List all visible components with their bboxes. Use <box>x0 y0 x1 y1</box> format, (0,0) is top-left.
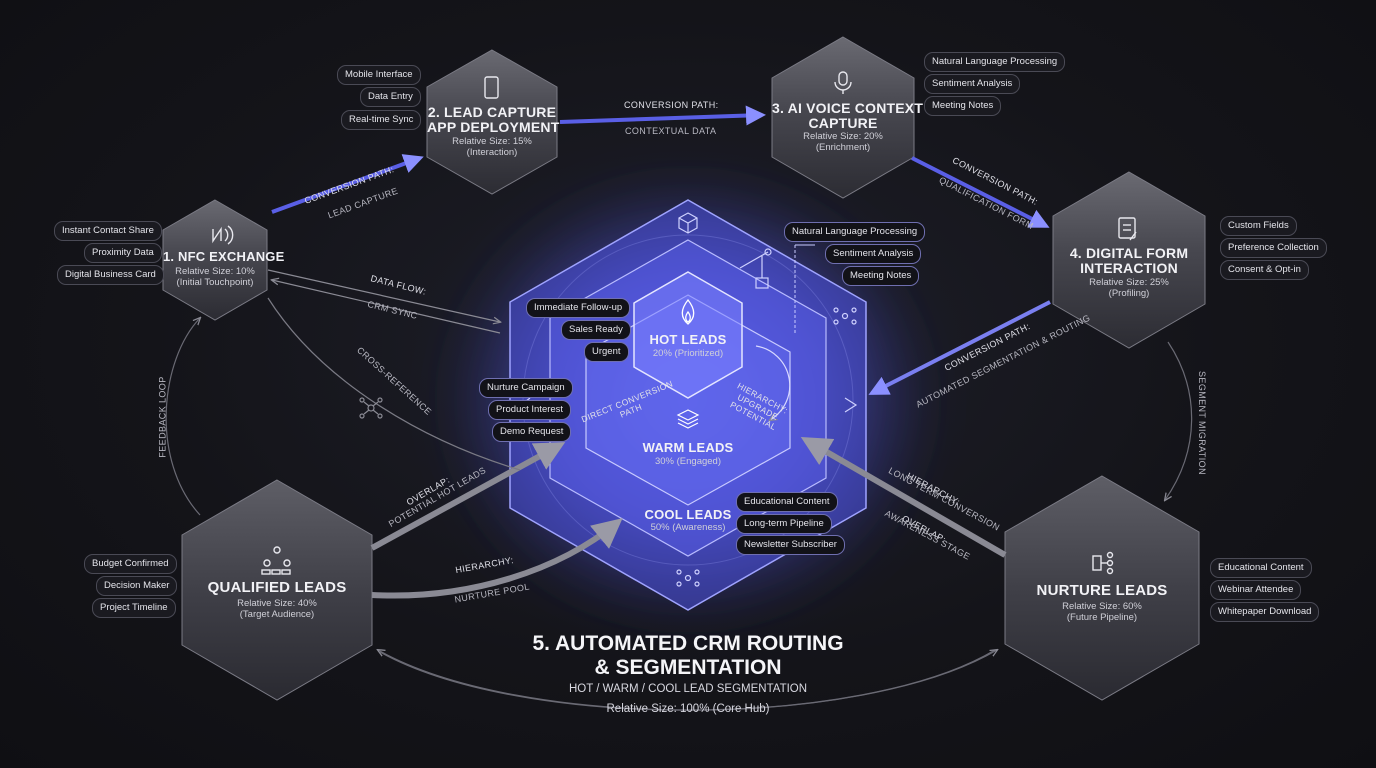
hot-leads-hexagon <box>633 271 743 399</box>
ai-voice-tag: Meeting Notes <box>924 96 1002 116</box>
nfc-tag: Instant Contact Share <box>54 221 162 241</box>
form-icon <box>1118 217 1137 241</box>
hot-leads-desc: 20% (Prioritized) <box>652 348 724 359</box>
hot-leads-tag: Urgent <box>584 342 629 362</box>
warm-leads-desc: 30% (Engaged) <box>654 456 722 467</box>
cool-leads-title: COOL LEADS <box>644 507 732 522</box>
lead-capture-tag: Data Entry <box>360 87 421 107</box>
ai-voice-tag: Sentiment Analysis <box>924 74 1021 94</box>
lead-capture-role: (Interaction) <box>466 147 518 158</box>
qualified-tag: Budget Confirmed <box>84 554 177 574</box>
warm-leads-title: WARM LEADS <box>642 440 734 455</box>
lead-capture-size: Relative Size: 15% <box>452 136 532 147</box>
lead-capture-title-1: 2. LEAD CAPTURE <box>427 104 557 120</box>
digital-form-title-1: 4. DIGITAL FORM <box>1069 245 1189 261</box>
lead-capture-title-2: APP DEPLOYMENT <box>427 119 560 135</box>
ai-voice-tag: Natural Language Processing <box>924 52 1066 72</box>
nfc-tag: Digital Business Card <box>57 265 164 285</box>
segment-migration-label: SEGMENT MIGRATION <box>1196 371 1207 475</box>
cross-reference-icon <box>359 397 383 419</box>
cool-leads-tag: Educational Content <box>736 492 838 512</box>
nurture-title: NURTURE LEADS <box>1036 582 1168 599</box>
hot-leads-title: HOT LEADS <box>649 332 727 347</box>
qualified-tag: Decision Maker <box>96 576 178 596</box>
qualified-tag: Project Timeline <box>92 598 176 618</box>
nurture-tag: Webinar Attendee <box>1210 580 1302 600</box>
hub-robot-icon <box>739 248 772 289</box>
warm-leads-tag: Product Interest <box>488 400 572 420</box>
nurture-tag: Educational Content <box>1210 558 1312 578</box>
digital-form-hexagon <box>1052 171 1206 349</box>
ai-voice-title-2: CAPTURE <box>808 115 878 131</box>
ai-voice-hexagon <box>771 36 915 199</box>
lead-capture-hexagon <box>426 49 558 195</box>
warm-leads-tag: Demo Request <box>492 422 572 442</box>
hub-ai-tag: Sentiment Analysis <box>825 244 922 264</box>
cool-leads-tag: Long-term Pipeline <box>736 514 832 534</box>
feedback-loop-label: FEEDBACK LOOP <box>157 376 168 458</box>
nurture-tag: Whitepaper Download <box>1210 602 1320 622</box>
nfc-hexagon <box>162 199 268 321</box>
hub-subtitle: HOT / WARM / COOL LEAD SEGMENTATION <box>568 683 808 695</box>
hub-ai-tag: Natural Language Processing <box>784 222 926 242</box>
nfc-icon <box>212 225 234 245</box>
hub-chevron-icon <box>844 397 858 413</box>
hub-title-1: 5. AUTOMATED CRM ROUTING <box>532 632 844 655</box>
flame-icon <box>681 298 695 325</box>
hot-leads-tag: Immediate Follow-up <box>526 298 631 318</box>
warm-leads-tag: Nurture Campaign <box>479 378 573 398</box>
smartphone-icon <box>484 76 499 99</box>
ai-voice-title-1: 3. AI VOICE CONTEXT <box>772 100 924 116</box>
nfc-title: 1. NFC EXCHANGE <box>163 249 285 264</box>
app-to-ai-label-1: CONVERSION PATH: <box>624 100 719 110</box>
hierarchy-icon <box>261 546 291 575</box>
ai-voice-role: (Enrichment) <box>815 142 871 153</box>
hub-cube-icon <box>678 212 698 234</box>
qualified-size: Relative Size: 40% <box>237 598 317 609</box>
nurture-role: (Future Pipeline) <box>1066 612 1138 623</box>
app-to-ai-label-2: CONTEXTUAL DATA <box>625 126 717 136</box>
nfc-role: (Initial Touchpoint) <box>176 277 254 288</box>
hot-leads-tag: Sales Ready <box>561 320 631 340</box>
nfc-size: Relative Size: 10% <box>175 266 255 277</box>
digital-form-size: Relative Size: 25% <box>1089 277 1169 288</box>
hub-title-2: & SEGMENTATION <box>594 656 782 679</box>
stack-icon <box>676 409 700 429</box>
hub-nodes-icon <box>676 569 700 587</box>
microphone-icon <box>834 71 852 94</box>
hub-network-icon <box>833 307 857 325</box>
ai-voice-size: Relative Size: 20% <box>803 131 883 142</box>
digital-form-tag: Preference Collection <box>1220 238 1327 258</box>
qualified-role: (Target Audience) <box>239 609 315 620</box>
nurture-size: Relative Size: 60% <box>1062 601 1142 612</box>
digital-form-tag: Consent & Opt-in <box>1220 260 1309 280</box>
nurture-hexagon <box>1004 475 1200 701</box>
cool-leads-desc: 50% (Awareness) <box>650 522 726 533</box>
hub-ai-tag: Meeting Notes <box>842 266 920 286</box>
digital-form-tag: Custom Fields <box>1220 216 1297 236</box>
lead-capture-tag: Mobile Interface <box>337 65 421 85</box>
lead-capture-tag: Real-time Sync <box>341 110 422 130</box>
cool-leads-tag: Newsletter Subscriber <box>736 535 845 555</box>
qualified-hexagon <box>181 479 373 701</box>
flow-icon <box>1092 551 1114 575</box>
digital-form-role: (Profiling) <box>1108 288 1150 299</box>
qualified-title: QUALIFIED LEADS <box>207 579 347 596</box>
nfc-tag: Proximity Data <box>84 243 162 263</box>
hub-size: Relative Size: 100% (Core Hub) <box>606 703 770 715</box>
digital-form-title-2: INTERACTION <box>1080 260 1178 276</box>
